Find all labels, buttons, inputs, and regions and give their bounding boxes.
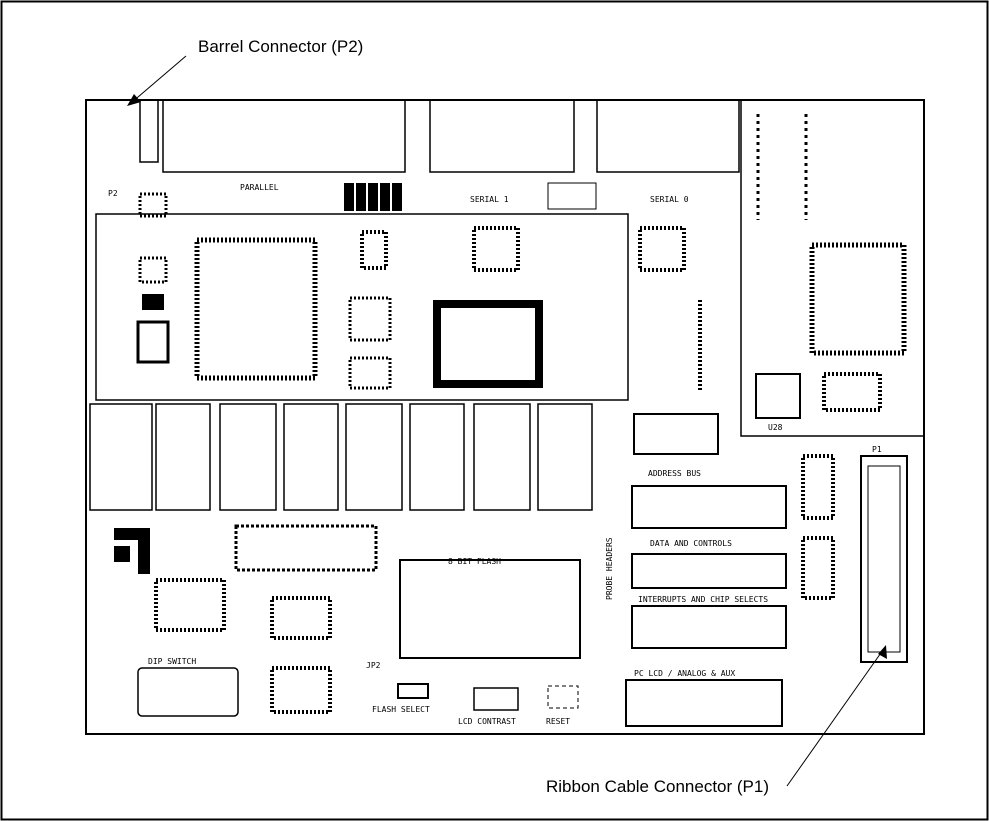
chip-u2	[801, 454, 835, 520]
chip-u12	[360, 230, 388, 270]
p2-label: P2	[108, 189, 118, 198]
led-bar	[234, 524, 378, 572]
data-controls-label: DATA AND CONTROLS	[650, 539, 732, 548]
lcd-contrast-pot	[473, 687, 519, 711]
chip-lower-mid-1	[270, 596, 332, 640]
serial0-label: SERIAL 0	[650, 195, 689, 204]
ribbon-connector-callout: Ribbon Cable Connector (P1)	[546, 777, 770, 796]
memory-sockets	[89, 403, 593, 511]
dip-switch-label: DIP SWITCH	[148, 657, 196, 666]
lcd-contrast-label: LCD CONTRAST	[458, 717, 516, 726]
chip-u14	[348, 296, 392, 342]
flash-label: 8 BIT FLASH	[448, 557, 501, 566]
jp2-label: JP2	[366, 661, 381, 670]
serial1-connector	[429, 99, 575, 173]
parallel-label: PARALLEL	[240, 183, 279, 192]
pc-lcd-header	[625, 679, 783, 727]
chip-u15	[348, 356, 392, 390]
chip-u9	[638, 226, 686, 272]
ribbon-cable-connector	[860, 455, 908, 663]
ribbon-header-small	[633, 413, 719, 455]
data-controls-header	[631, 553, 787, 589]
chip-left-small-1	[138, 192, 168, 218]
header-blocks-top	[344, 182, 597, 211]
amd-logo	[114, 528, 150, 574]
interrupts-label: INTERRUPTS AND CHIP SELECTS	[638, 595, 768, 604]
barrel-connector-callout: Barrel Connector (P2)	[198, 37, 364, 56]
chip-left-small-2	[138, 256, 168, 284]
right-module	[740, 99, 925, 437]
dip-switch	[137, 667, 239, 717]
barrel-connector	[139, 99, 159, 163]
chip-u3	[801, 536, 835, 600]
u28-label: U28	[768, 423, 783, 432]
chip-left-small-4	[136, 320, 170, 364]
chip-right-lower	[822, 372, 882, 412]
flash-select-jumper	[397, 683, 429, 699]
ribbon-callout-arrow	[786, 645, 887, 787]
barrel-callout-arrow	[127, 55, 187, 106]
reset-label: RESET	[546, 717, 570, 726]
reset-switch	[547, 685, 579, 709]
daughter-card	[95, 213, 629, 401]
interrupts-header	[631, 605, 787, 649]
chip-lower-left	[154, 578, 226, 632]
serial0-connector	[596, 99, 740, 173]
u28-socket	[755, 373, 801, 419]
parallel-connector	[162, 99, 406, 173]
pc-lcd-label: PC LCD / ANALOG & AUX	[634, 669, 735, 678]
flash-socket	[399, 559, 581, 659]
cpu-center-die	[441, 308, 535, 380]
cpu-right	[809, 242, 907, 356]
flash-select-label: FLASH SELECT	[372, 705, 430, 714]
chip-lower-mid-2	[270, 666, 332, 714]
p1-label: P1	[872, 445, 882, 454]
chip-left-small-3	[142, 294, 164, 310]
chip-u13	[472, 226, 520, 272]
probe-headers-label: PROBE HEADERS	[605, 537, 614, 600]
address-bus-header	[631, 485, 787, 529]
address-bus-label: ADDRESS BUS	[648, 469, 701, 478]
serial1-label: SERIAL 1	[470, 195, 509, 204]
